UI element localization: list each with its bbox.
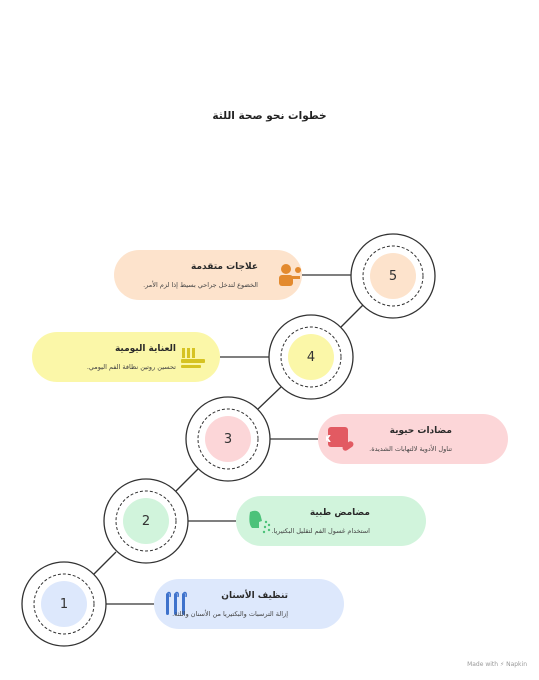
step-5-disc [370, 253, 416, 299]
prescription-icon: Rx [314, 424, 356, 454]
step-3-description: تناول الأدوية لالتهابات الشديدة. [369, 445, 452, 453]
step-4-number: 4 [306, 349, 316, 365]
step-1-number: 1 [59, 596, 69, 612]
step-3-dash [197, 408, 259, 470]
step-2-description: استخدام غسول الفم لتقليل البكتيريا. [271, 527, 370, 535]
step-3-card: Rx مضادات حيوية تناول الأدوية لالتهابات … [314, 414, 508, 464]
step-1-title: تنظيف الأسنان [221, 591, 288, 601]
napkin-watermark: Made with ⚡ Napkin [467, 661, 527, 668]
step-4-disc [288, 334, 334, 380]
diagram-title: خطوات نحو صحة اللثة [212, 110, 327, 122]
step-3-disc [205, 416, 251, 462]
step-3-title: مضادات حيوية [389, 426, 452, 436]
step-1-disc [41, 581, 87, 627]
mouthwash-spray-icon [244, 506, 274, 536]
connector-4-5 [340, 304, 364, 328]
connector-1-2 [93, 551, 117, 575]
step-5-card: علاجات متقدمة الخضوع لتدخل جراحي بسيط إذ… [114, 250, 302, 300]
step-1-dash [33, 573, 95, 635]
step-5-description: الخضوع لتدخل جراحي بسيط إذا لزم الأمر. [143, 281, 258, 289]
step-4-dash [280, 326, 342, 388]
step-2-title: مضامض طبية [309, 508, 370, 518]
step-1-card: تنظيف الأسنان إزالة الترسبات والبكتيريا … [154, 579, 344, 629]
svg-text:Rx: Rx [326, 431, 331, 445]
step-3-number: 3 [223, 431, 233, 447]
toothbrush-icon [178, 342, 208, 372]
step-2-disc [123, 498, 169, 544]
step-4-title: العناية اليومية [114, 344, 176, 354]
step-2-dash [115, 490, 177, 552]
step-5-number: 5 [388, 268, 398, 284]
step-2-number: 2 [141, 513, 151, 529]
connector-3-4 [257, 386, 282, 410]
step-5-title: علاجات متقدمة [191, 262, 258, 272]
step-2-card: مضامض طبية استخدام غسول الفم لتقليل البك… [236, 496, 426, 546]
dental-tools-icon [162, 589, 192, 619]
step-5-dash [362, 245, 424, 307]
dentist-icon [274, 260, 304, 290]
connector-2-3 [175, 468, 199, 492]
step-4-description: تحسين روتين نظافة الفم اليومي. [86, 363, 176, 371]
step-4-card: العناية اليومية تحسين روتين نظافة الفم ا… [32, 332, 220, 382]
step-1-description: إزالة الترسبات والبكتيريا من الأسنان وال… [172, 610, 288, 618]
